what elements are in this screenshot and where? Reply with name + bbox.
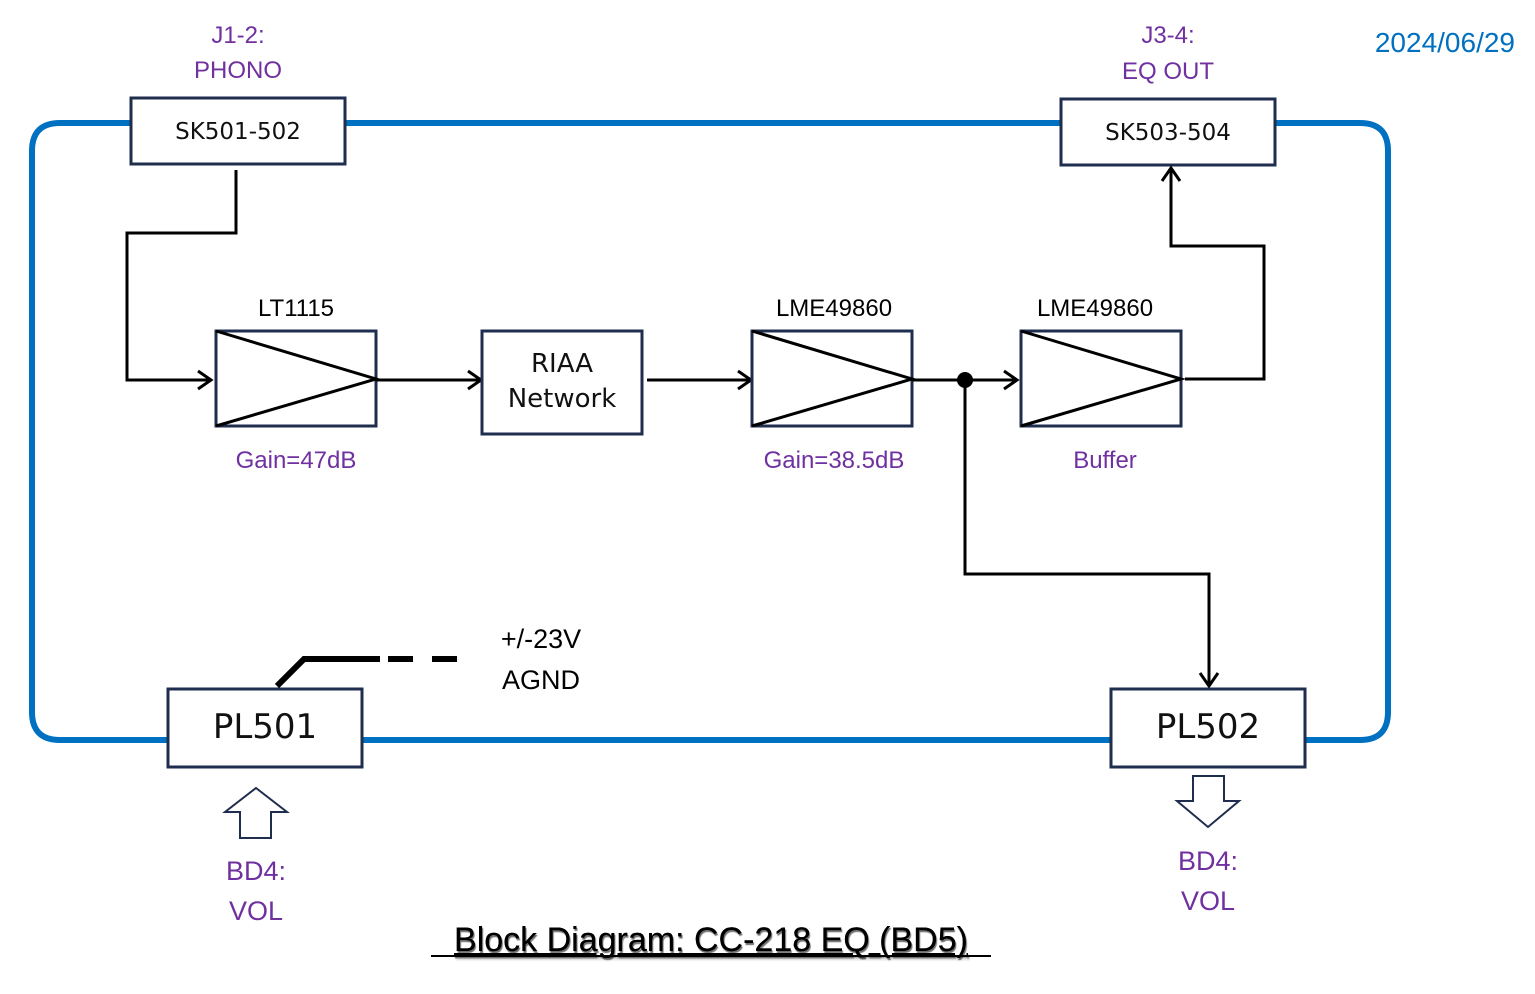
signal-wire-output bbox=[1169, 168, 1266, 381]
connector-pl502[interactable]: PL502 bbox=[1109, 687, 1307, 769]
connector-sk503-504[interactable]: SK503-504 bbox=[1059, 97, 1277, 167]
connector-label: SK501-502 bbox=[175, 119, 301, 145]
arrowhead bbox=[1160, 165, 1182, 182]
pl502-ref-line2: VOL bbox=[1181, 886, 1235, 916]
signal-wire-to-pl502 bbox=[963, 380, 1211, 686]
amplifier-lt1115[interactable] bbox=[214, 329, 382, 428]
amplifier-lme49860-buffer[interactable] bbox=[1019, 329, 1187, 428]
pl502-ref-line1: BD4: bbox=[1178, 846, 1238, 876]
input-up-arrow-icon bbox=[222, 786, 290, 839]
ground-bus bbox=[29, 120, 1391, 743]
arrowhead bbox=[1003, 369, 1020, 391]
stage-part-label: LME49860 bbox=[1037, 295, 1153, 322]
arrowhead bbox=[1198, 672, 1220, 689]
signal-wire-input bbox=[125, 170, 238, 382]
ground-label: AGND bbox=[502, 665, 580, 695]
pl501-ref-line1: BD4: bbox=[226, 856, 286, 886]
stage-buffer-label: Buffer bbox=[1073, 447, 1137, 474]
connector-sk501-502[interactable]: SK501-502 bbox=[129, 96, 347, 166]
output-down-arrow-icon bbox=[1174, 775, 1242, 829]
stage-part-label: LME49860 bbox=[776, 295, 892, 322]
power-wire bbox=[274, 656, 380, 689]
date-label: 2024/06/29 bbox=[1375, 27, 1515, 58]
arrowhead bbox=[197, 369, 214, 391]
connector-label: SK503-504 bbox=[1105, 120, 1231, 146]
power-rail-label: +/-23V bbox=[501, 624, 581, 654]
amplifier-lme49860-gain[interactable] bbox=[750, 329, 918, 428]
connector-label: PL502 bbox=[1156, 707, 1260, 747]
riaa-network-block[interactable]: RIAA Network bbox=[480, 329, 644, 436]
stage-gain-label: Gain=38.5dB bbox=[764, 447, 905, 474]
pl501-ref-line2: VOL bbox=[229, 896, 283, 926]
phono-ref-line1: J1-2: bbox=[211, 22, 264, 49]
connector-pl501[interactable]: PL501 bbox=[166, 687, 364, 769]
amplifier-triangle-icon bbox=[1020, 329, 1187, 428]
stage-gain-label: Gain=47dB bbox=[236, 447, 357, 474]
eqout-ref-line1: J3-4: bbox=[1141, 22, 1194, 49]
eqout-ref-line2: EQ OUT bbox=[1122, 58, 1214, 85]
connector-label: PL501 bbox=[213, 707, 317, 747]
phono-ref-line2: PHONO bbox=[194, 57, 282, 84]
diagram-title: Block Diagram: CC-218 EQ (BD5) bbox=[454, 921, 968, 959]
riaa-label-line1: RIAA bbox=[531, 349, 593, 379]
stage-part-label: LT1115 bbox=[258, 295, 334, 322]
riaa-label-line2: Network bbox=[508, 384, 617, 414]
